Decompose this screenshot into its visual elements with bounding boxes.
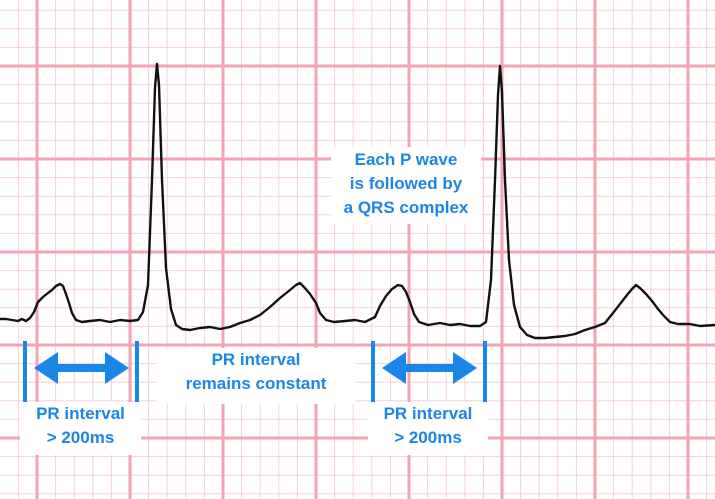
note-line-2: is followed by xyxy=(349,174,463,193)
pr-left-line-1: PR interval xyxy=(36,404,125,423)
pr-right-line-2: > 200ms xyxy=(394,428,462,447)
ecg-trace xyxy=(0,62,715,340)
double-headed-arrow-icon xyxy=(34,352,129,384)
p-wave-note: Each P wave is followed by a QRS complex xyxy=(331,147,481,224)
constant-line-1: PR interval xyxy=(211,350,301,369)
pr-right-line-1: PR interval xyxy=(383,404,473,423)
pr-interval-right-label: PR interval > 200ms xyxy=(368,402,488,455)
pr-interval-left-label: PR interval > 200ms xyxy=(20,402,141,455)
pr-constant-note: PR interval remains constant xyxy=(156,348,356,404)
pr-left-line-2: > 200ms xyxy=(46,428,115,447)
double-headed-arrow-icon xyxy=(382,352,477,384)
note-line-1: Each P wave xyxy=(354,150,458,169)
note-line-3: a QRS complex xyxy=(343,198,469,217)
constant-line-2: remains constant xyxy=(185,374,327,393)
